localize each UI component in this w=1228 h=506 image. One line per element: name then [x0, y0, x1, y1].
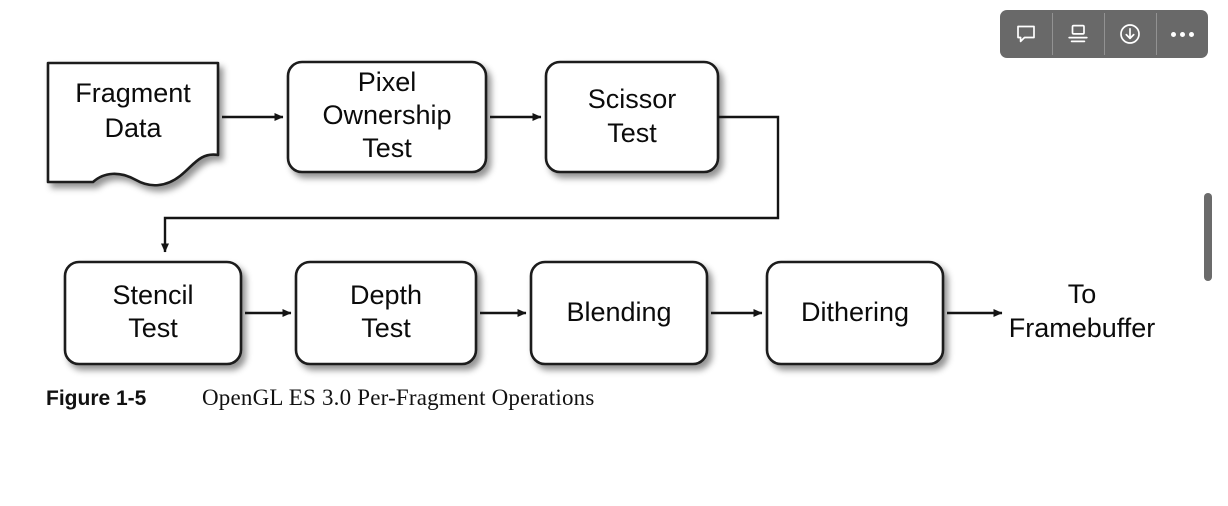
node-to-framebuffer: To Framebuffer [1009, 279, 1156, 343]
more-options-icon [1170, 31, 1194, 37]
fit-page-icon [1066, 22, 1090, 46]
node-label-stencil-line1: Stencil [112, 280, 193, 310]
node-blending: Blending [529, 260, 709, 366]
node-label-stencil-line2: Test [128, 313, 178, 343]
viewer-toolbar [1000, 10, 1208, 58]
node-label-framebuffer-line1: To [1068, 279, 1097, 309]
node-label-fragment-data-line1: Fragment [75, 78, 191, 108]
vertical-scrollbar-thumb[interactable] [1204, 193, 1212, 281]
node-stencil-test: Stencil Test [63, 260, 243, 366]
node-label-dithering: Dithering [801, 297, 909, 327]
node-dithering: Dithering [765, 260, 945, 366]
node-label-fragment-data-line2: Data [104, 113, 162, 143]
figure-caption-title: OpenGL ES 3.0 Per-Fragment Operations [202, 385, 595, 410]
comment-button[interactable] [1000, 10, 1052, 58]
node-depth-test: Depth Test [294, 260, 478, 366]
node-label-pixel-ownership-line2: Ownership [322, 100, 451, 130]
figure-caption: Figure 1-5 OpenGL ES 3.0 Per-Fragment Op… [46, 385, 595, 411]
node-label-depth-line1: Depth [350, 280, 422, 310]
more-options-button[interactable] [1156, 10, 1208, 58]
figure-caption-number: Figure 1-5 [46, 387, 147, 410]
node-label-pixel-ownership-line3: Test [362, 133, 412, 163]
node-label-pixel-ownership-line1: Pixel [358, 67, 417, 97]
node-label-blending: Blending [566, 297, 671, 327]
node-fragment-data: Fragment Data [46, 61, 220, 187]
node-label-depth-line2: Test [361, 313, 411, 343]
node-label-framebuffer-line2: Framebuffer [1009, 313, 1156, 343]
node-scissor-test: Scissor Test [544, 60, 720, 174]
per-fragment-operations-diagram: Fragment Data Pixel Ownership Test Sciss… [46, 60, 1156, 366]
comment-icon [1014, 22, 1038, 46]
fit-to-width-button[interactable] [1052, 10, 1104, 58]
edge-scissor-to-stencil [161, 115, 780, 253]
node-label-scissor-line1: Scissor [588, 84, 677, 114]
node-label-scissor-line2: Test [607, 118, 657, 148]
node-pixel-ownership-test: Pixel Ownership Test [286, 60, 488, 174]
download-icon [1118, 22, 1142, 46]
download-button[interactable] [1104, 10, 1156, 58]
